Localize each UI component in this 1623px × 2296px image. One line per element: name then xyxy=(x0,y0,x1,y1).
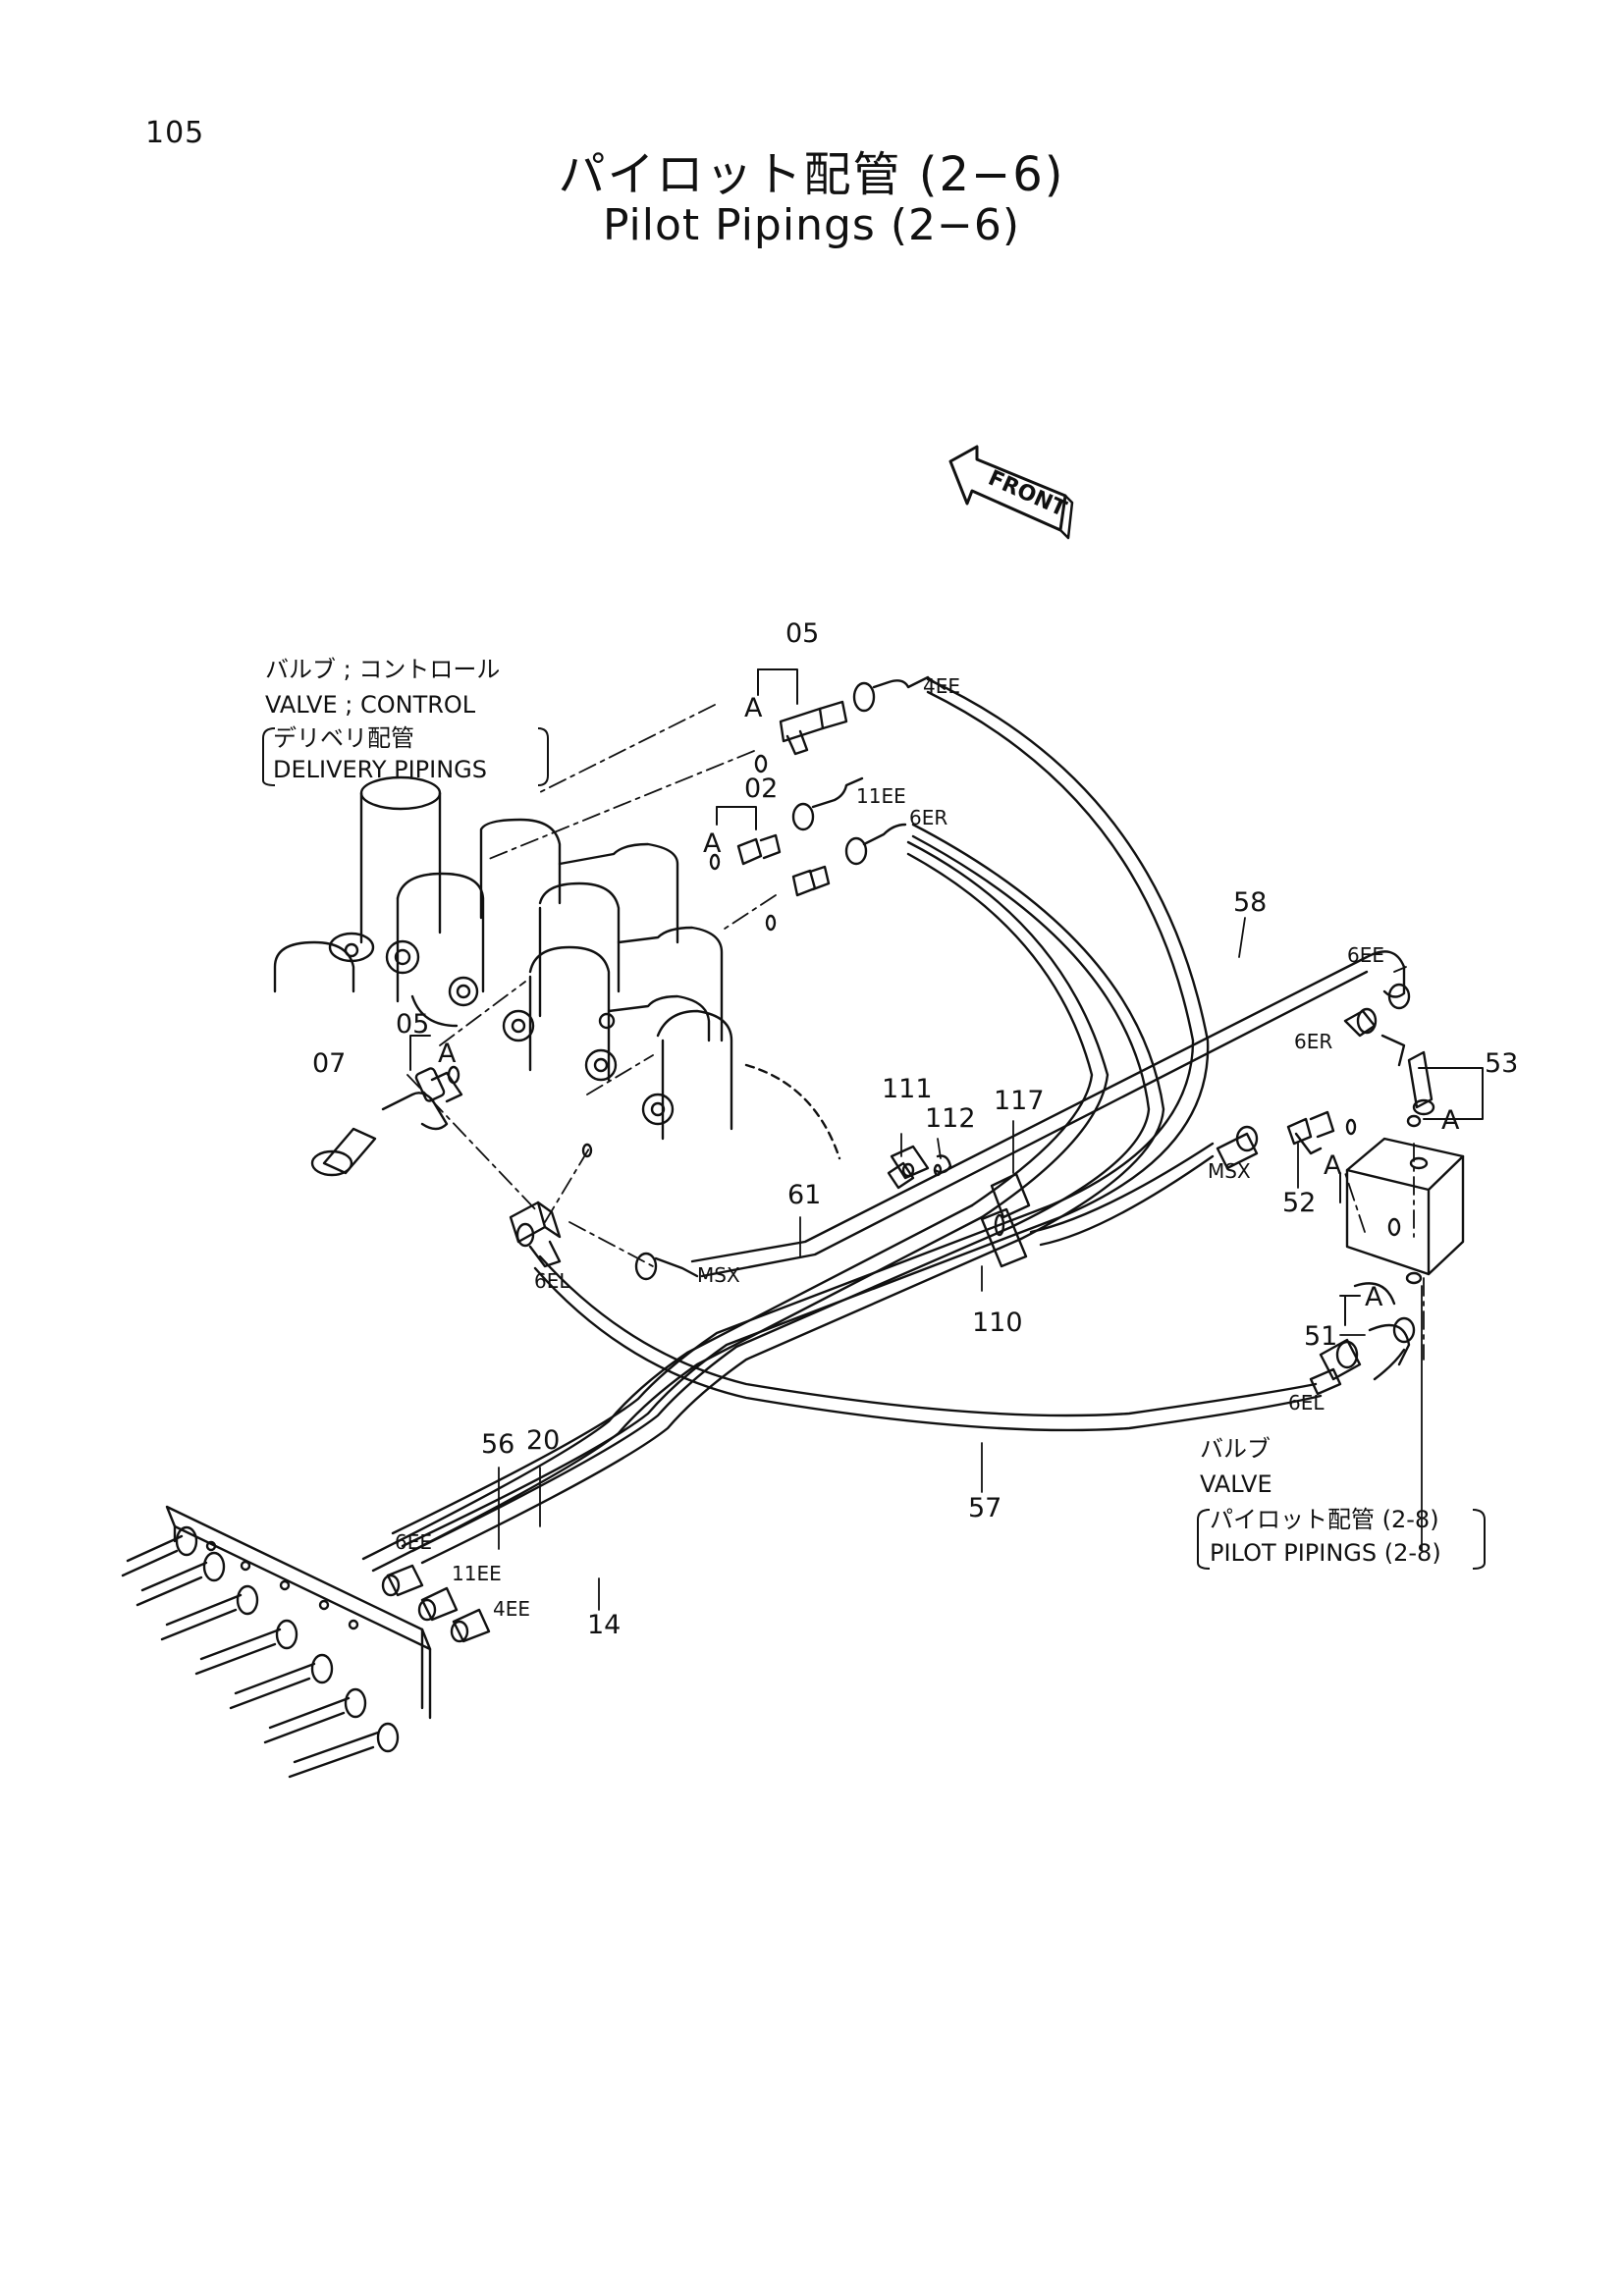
part-number-111: 111 xyxy=(882,1074,933,1104)
control-valve-note: バルブ ; コントロール VALVE ; CONTROL デリベリ配管 DELI… xyxy=(262,656,549,786)
pilot-valve-note-line2: VALVE xyxy=(1200,1470,1272,1498)
connection-letter-a: A xyxy=(744,693,763,723)
connection-letter-a: A xyxy=(1324,1150,1342,1181)
control-valve-note-line2: VALVE ; CONTROL xyxy=(265,691,476,719)
control-valve-note-line3: デリベリ配管 xyxy=(273,724,414,752)
front-arrow-icon xyxy=(948,445,1074,540)
pilot-valve-note-line3: パイロット配管 (2-8) xyxy=(1210,1506,1439,1533)
part-number-20: 20 xyxy=(526,1425,560,1456)
control-valve-body xyxy=(273,775,841,1160)
part-number-52: 52 xyxy=(1282,1188,1316,1218)
part-number-07: 07 xyxy=(312,1048,346,1079)
callout-leaders xyxy=(498,676,1423,1611)
fitting-code-4ee-top: 4EE xyxy=(923,674,960,698)
part-number-117: 117 xyxy=(994,1086,1045,1116)
fitting-code-11ee-bottom: 11EE xyxy=(452,1562,502,1585)
part-number-05-top: 05 xyxy=(785,618,819,649)
part-number-53: 53 xyxy=(1485,1048,1518,1079)
fitting-code-11ee-top: 11EE xyxy=(856,784,906,808)
pilot-hoses xyxy=(361,677,1406,1573)
pilot-manifold-plate xyxy=(121,1505,491,1779)
part-number-02: 02 xyxy=(744,774,778,804)
fitting-code-6ee-bottom: 6EE xyxy=(395,1530,432,1554)
fitting-code-msx-center: MSX xyxy=(697,1263,740,1287)
fitting-code-6er-right: 6ER xyxy=(1294,1030,1332,1053)
fitting-code-4ee-bottom: 4EE xyxy=(493,1597,530,1621)
part-number-labels: 05 02 05 07 58 53 111 112 117 61 110 52 … xyxy=(312,618,1518,1640)
upper-fittings xyxy=(310,675,1435,1396)
page-title-japanese: パイロット配管 (2−6) xyxy=(558,147,1065,202)
part-number-14: 14 xyxy=(587,1610,621,1640)
right-block-valve xyxy=(1345,1137,1465,1285)
part-number-56: 56 xyxy=(481,1429,514,1460)
connection-letter-a: A xyxy=(438,1039,457,1069)
fitting-code-labels: 4EE 11EE 6ER 6EE 6ER MSX MSX 6EL 6EL 6EE… xyxy=(395,674,1384,1621)
page-title-english: Pilot Pipings (2−6) xyxy=(602,200,1021,250)
fitting-code-6ee-right: 6EE xyxy=(1347,943,1384,967)
control-valve-note-line1: バルブ ; コントロール xyxy=(265,656,500,683)
fitting-code-6el-right: 6EL xyxy=(1288,1391,1325,1415)
part-number-110: 110 xyxy=(972,1308,1023,1338)
label-brackets xyxy=(409,668,1484,1326)
connection-letter-a: A xyxy=(1441,1105,1460,1136)
fitting-code-6er-top: 6ER xyxy=(909,806,947,829)
part-number-05-left: 05 xyxy=(396,1009,429,1040)
connection-letter-labels: A A A A A A xyxy=(438,693,1460,1312)
connection-letter-a: A xyxy=(703,828,722,859)
control-valve-note-line4: DELIVERY PIPINGS xyxy=(273,756,487,783)
part-number-51: 51 xyxy=(1304,1321,1337,1352)
front-label: FRONT xyxy=(985,466,1070,522)
fitting-code-msx-right: MSX xyxy=(1208,1159,1251,1183)
part-number-58: 58 xyxy=(1233,887,1267,918)
page-number: 105 xyxy=(145,116,205,150)
part-number-61: 61 xyxy=(787,1180,821,1210)
pilot-valve-note-line4: PILOT PIPINGS (2-8) xyxy=(1210,1539,1441,1567)
part-number-112: 112 xyxy=(925,1103,976,1134)
part-number-57: 57 xyxy=(968,1493,1001,1523)
fitting-code-6el-left: 6EL xyxy=(534,1269,570,1293)
pilot-valve-note: バルブ VALVE パイロット配管 (2-8) PILOT PIPINGS (2… xyxy=(1197,1435,1486,1570)
connection-letter-a: A xyxy=(1365,1282,1383,1312)
pilot-valve-note-line1: バルブ xyxy=(1200,1435,1271,1463)
